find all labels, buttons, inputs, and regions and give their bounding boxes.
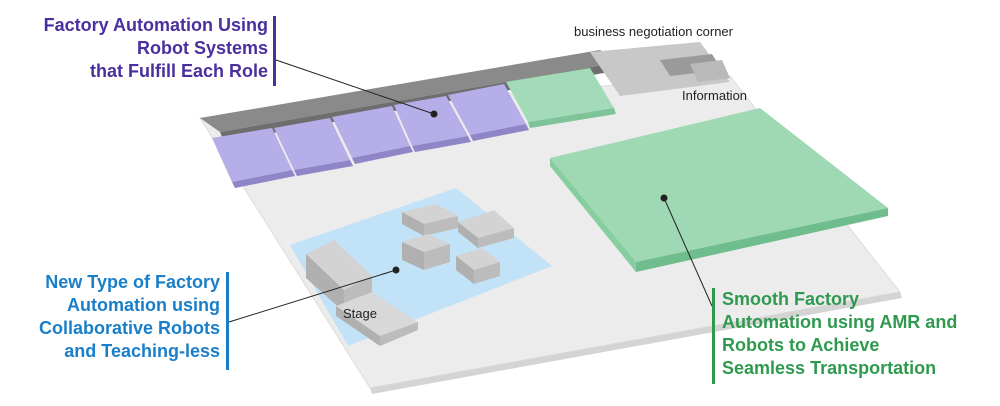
callout-line: Factory Automation Using <box>43 15 268 35</box>
business-negotiation-corner <box>590 42 730 96</box>
booth-purple-1 <box>212 128 295 188</box>
leader-line-green <box>663 197 713 307</box>
booth-purple-4 <box>394 96 471 152</box>
box-4 <box>456 248 500 284</box>
callout-line: Smooth Factory <box>722 289 860 309</box>
box-1 <box>402 204 458 236</box>
floor-edge <box>370 292 902 394</box>
callout-line: Seamless Transportation <box>722 358 937 378</box>
box-2 <box>458 210 514 248</box>
callout-robot-systems: Factory Automation Using Robot Systems t… <box>0 14 268 83</box>
callout-line: Robots to Achieve <box>722 335 880 355</box>
booth-purple-2 <box>274 118 353 176</box>
booth-green-small <box>506 68 616 128</box>
box-3 <box>402 234 450 270</box>
leader-dot-purple <box>430 110 438 118</box>
stage-label: Stage <box>343 306 377 321</box>
callout-line: that Fulfill Each Role <box>89 61 268 81</box>
callout-line: New Type of Factory <box>45 272 220 292</box>
back-wall-strip <box>200 50 620 132</box>
callout-line: Automation using <box>67 295 220 315</box>
callout-line: Automation using AMR and <box>722 312 958 332</box>
amr-booth <box>550 108 888 272</box>
information-label: Information <box>682 88 748 103</box>
callout-line: Robot Systems <box>136 38 268 58</box>
leader-line-purple <box>275 59 435 115</box>
stage-platform <box>336 292 418 346</box>
business-corner-label: business negotiation corner <box>574 24 733 39</box>
callout-line: and Teaching-less <box>64 341 220 361</box>
callout-bar-blue <box>226 272 229 370</box>
callout-bar-green <box>712 288 715 384</box>
callout-line: Collaborative Robots <box>38 318 220 338</box>
callout-bar-purple <box>273 16 276 86</box>
robot-system-booths <box>212 84 529 188</box>
leader-dot-green <box>660 194 668 202</box>
information-counter <box>690 60 730 82</box>
callout-collaborative-robots: New Type of Factory Automation using Col… <box>0 271 220 363</box>
leader-dot-blue <box>392 266 400 274</box>
booth-purple-3 <box>332 106 413 164</box>
equipment-boxes <box>306 204 514 346</box>
leader-line-blue <box>228 269 397 323</box>
booth-purple-5 <box>448 84 529 141</box>
callout-amr: Smooth Factory Automation using AMR and … <box>722 288 1000 380</box>
